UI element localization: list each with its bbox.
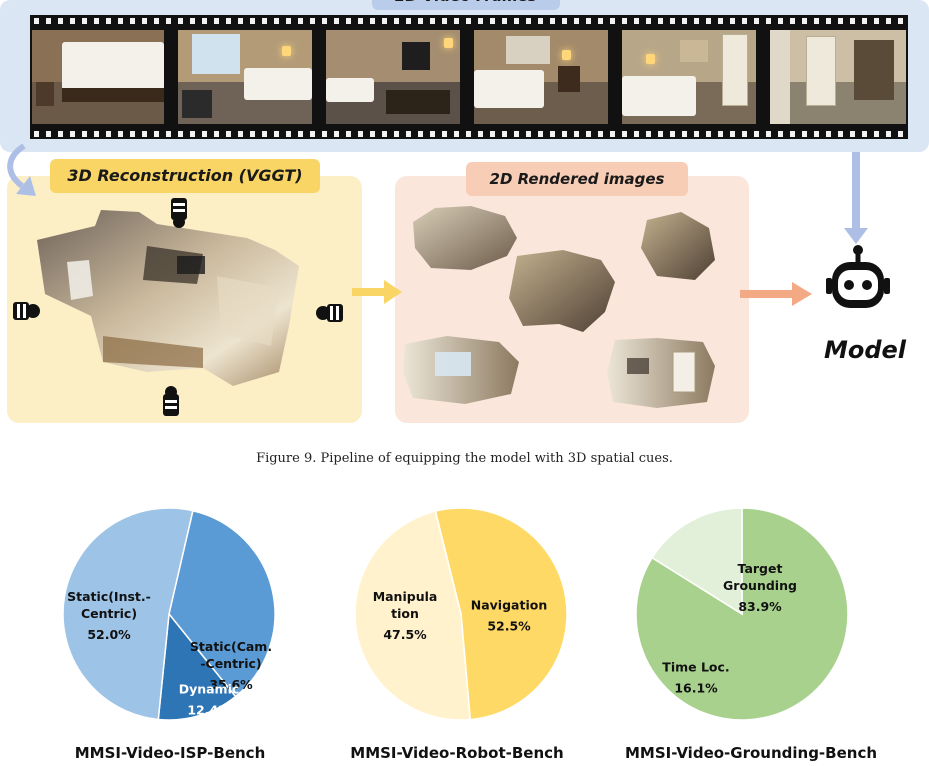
film-perforations-top xyxy=(30,15,908,26)
reconstruction-title: 3D Reconstruction (VGGT) xyxy=(50,159,320,193)
rendered-view-3 xyxy=(641,212,715,280)
pipeline-arrows xyxy=(7,143,890,308)
arrow-icon-rendered-to-model xyxy=(740,290,794,298)
pie-title-isp-bench: MMSI-Video-ISP-Bench xyxy=(74,744,266,762)
video-frames-title: 2D Video Frames xyxy=(372,0,560,10)
rendered-images-title: 2D Rendered images xyxy=(466,162,688,196)
pie-slice xyxy=(651,507,743,616)
point-cloud-reconstruction xyxy=(13,198,343,416)
pie-slice xyxy=(635,507,849,721)
pie-slice xyxy=(62,507,194,721)
pie-slice-label: Static(Cam.-Centric)35.6% xyxy=(190,639,272,692)
rendered-view-1 xyxy=(413,206,517,270)
figure-caption: Figure 9. Pipeline of equipping the mode… xyxy=(256,451,673,466)
video-frame-2 xyxy=(178,30,312,124)
video-frame-5 xyxy=(622,30,756,124)
video-frame-4 xyxy=(474,30,608,124)
robot-icon xyxy=(826,245,890,308)
pie-slice xyxy=(168,509,276,698)
camera-icon-top xyxy=(171,198,187,228)
pie-title-grounding-bench: MMSI-Video-Grounding-Bench xyxy=(624,744,878,762)
model-label: Model xyxy=(823,336,907,364)
video-frames-panel: 2D Video Frames xyxy=(0,0,929,152)
video-frame-1 xyxy=(32,30,164,124)
pie-slice xyxy=(354,510,472,721)
pie-slice-label: Time Loc.16.1% xyxy=(662,660,729,696)
point-cloud-shape xyxy=(37,210,299,386)
camera-icon-right xyxy=(316,304,343,322)
video-frame-6 xyxy=(770,30,906,124)
camera-icon-bottom xyxy=(163,386,179,416)
pie-title-robot-bench: MMSI-Video-Robot-Bench xyxy=(350,744,564,762)
pie-slice xyxy=(157,612,237,721)
pie-slice xyxy=(434,507,568,721)
film-perforations-bottom xyxy=(30,128,908,139)
rendered-view-2 xyxy=(509,250,615,332)
camera-icon-left xyxy=(13,302,40,320)
rendered-views xyxy=(403,206,715,408)
video-frame-3 xyxy=(326,30,460,124)
arrow-icon-frames-to-model xyxy=(852,152,860,230)
arrow-icon-recon-to-rendered xyxy=(352,288,386,296)
arrow-icon-frames-to-recon xyxy=(7,143,26,189)
filmstrip xyxy=(30,15,908,139)
pie-slice-label: Static(Inst.-Centric)52.0% xyxy=(67,589,151,642)
